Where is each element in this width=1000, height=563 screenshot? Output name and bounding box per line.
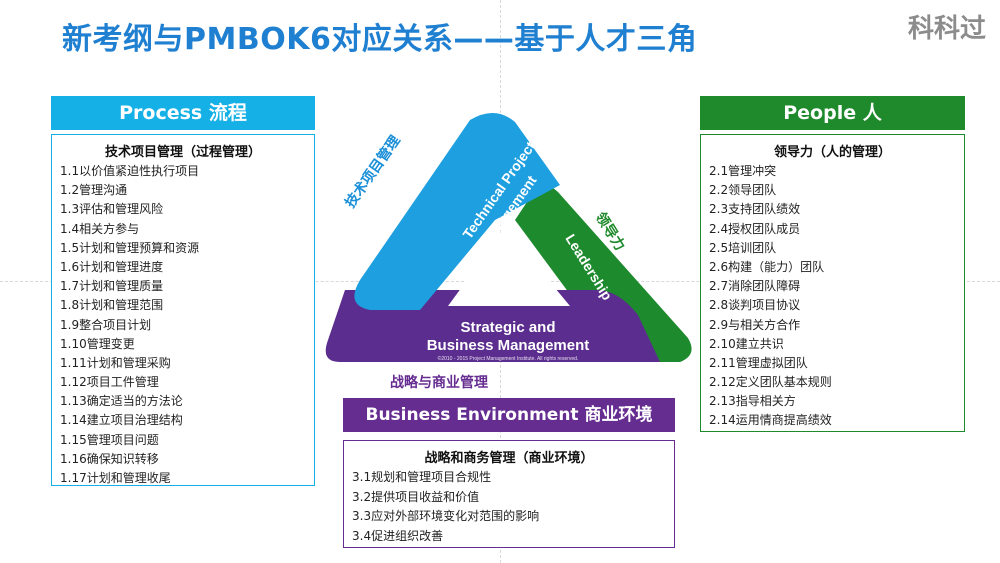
list-item: 2.6构建（能力）团队 — [709, 259, 825, 274]
triangle-inner-hole — [448, 228, 570, 306]
environment-list: 3.1规划和管理项目合规性 3.2提供项目收益和价值 3.3应对外部环境变化对范围的… — [344, 468, 674, 546]
list-item: 1.14建立项目治理结构 — [60, 413, 183, 428]
list-item: 1.4相关方参与 — [60, 221, 140, 236]
talent-triangle-diagram: Technical Project Management Leadership … — [325, 112, 692, 362]
process-box: 技术项目管理（过程管理） 1.1以价值紧迫性执行项目 1.2管理沟通 1.3评估和管… — [51, 134, 315, 486]
strategic-label-line2: Business Management — [427, 337, 590, 354]
technical-band — [354, 112, 560, 310]
list-item: 2.1管理冲突 — [709, 164, 777, 178]
list-item: 2.8谈判项目协议 — [709, 298, 801, 313]
leadership-band — [515, 185, 692, 362]
list-item: 1.1以价值紧迫性执行项目 — [60, 164, 200, 178]
list-item: 3.3应对外部环境变化对范围的影响 — [352, 509, 540, 523]
list-item: 1.16确保知识转移 — [60, 451, 159, 466]
environment-box-title: 战略和商务管理（商业环境） — [424, 451, 594, 466]
people-header: People 人 — [700, 96, 965, 130]
list-item: 2.11管理虚拟团队 — [709, 355, 808, 370]
list-item: 1.2管理沟通 — [60, 183, 128, 198]
list-item: 1.9整合项目计划 — [60, 317, 152, 332]
list-item: 2.5培训团队 — [709, 240, 777, 255]
list-item: 2.9与相关方合作 — [709, 317, 801, 332]
list-item: 3.4促进组织改善 — [352, 528, 444, 543]
copyright-text: ©2010 - 2015 Project Management Institut… — [438, 355, 579, 362]
list-item: 3.2提供项目收益和价值 — [352, 489, 480, 504]
people-box: 领导力（人的管理） 2.1管理冲突 2.2领导团队 2.3支持团队绩效 2.4授权团队… — [700, 134, 965, 432]
page-title: 新考纲与PMBOK6对应关系——基于人才三角 — [62, 22, 698, 57]
strategic-label-line1: Strategic and — [460, 319, 555, 336]
list-item: 1.3评估和管理风险 — [60, 202, 164, 217]
list-item: 1.7计划和管理质量 — [60, 279, 164, 294]
list-item: 2.10建立共识 — [709, 336, 784, 351]
list-item: 1.8计划和管理范围 — [60, 298, 164, 313]
list-item: 1.6计划和管理进度 — [60, 259, 164, 274]
environment-header: Business Environment 商业环境 — [343, 398, 675, 432]
watermark: 科科过 — [907, 14, 986, 44]
list-item: 1.11计划和管理采购 — [60, 355, 171, 370]
list-item: 1.5计划和管理预算和资源 — [60, 240, 200, 255]
list-item: 1.12项目工件管理 — [60, 375, 159, 390]
list-item: 2.12定义团队基本规则 — [709, 375, 832, 390]
list-item: 2.3支持团队绩效 — [709, 202, 801, 217]
list-item: 1.17计划和管理收尾 — [60, 471, 171, 485]
process-list: 1.1以价值紧迫性执行项目 1.2管理沟通 1.3评估和管理风险 1.4相关方参与 1.… — [52, 162, 314, 488]
process-box-title: 技术项目管理（过程管理） — [104, 145, 261, 160]
list-item: 2.13指导相关方 — [709, 394, 796, 409]
strat-label-cn: 战略与商业管理 — [390, 375, 488, 391]
people-box-title: 领导力（人的管理） — [773, 145, 891, 160]
list-item: 2.7消除团队障碍 — [709, 279, 801, 294]
list-item: 2.2领导团队 — [709, 183, 777, 198]
list-item: 2.14运用情商提高绩效 — [709, 413, 832, 428]
list-item: 1.10管理变更 — [60, 336, 135, 351]
list-item: 1.13确定适当的方法论 — [60, 394, 183, 409]
list-item: 2.4授权团队成员 — [709, 221, 801, 236]
process-header: Process 流程 — [51, 96, 315, 130]
list-item: 1.15管理项目问题 — [60, 432, 159, 447]
list-item: 3.1规划和管理项目合规性 — [352, 470, 492, 484]
people-list: 2.1管理冲突 2.2领导团队 2.3支持团队绩效 2.4授权团队成员 2.5培训团队 2… — [701, 162, 964, 431]
